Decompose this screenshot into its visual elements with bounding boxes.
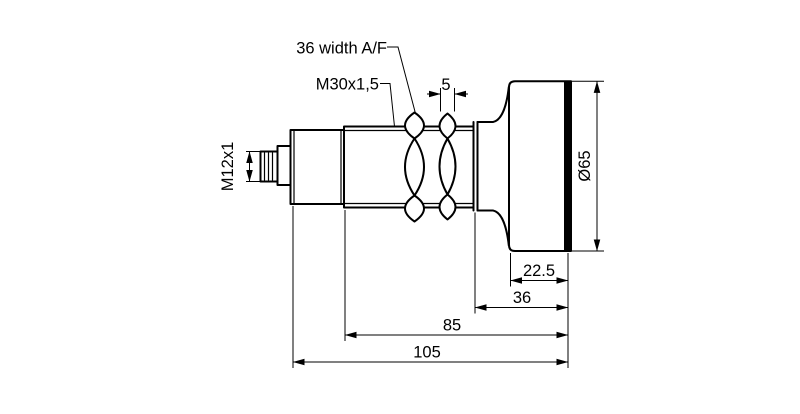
hex-nut-rear (438, 112, 457, 221)
body-thread-label: M30x1,5 (316, 76, 379, 94)
horn-transition (472, 86, 510, 247)
wrench-flats-label: 36 width A/F (296, 40, 387, 58)
sensor-head (508, 80, 572, 252)
dimension-connector-thread (246, 151, 261, 182)
leader-wrench-flats (387, 46, 416, 114)
body-length-value: 85 (443, 317, 461, 335)
rear-cap (289, 129, 345, 205)
sensor-face (564, 81, 571, 251)
connector-thread-label: M12x1 (219, 142, 237, 192)
connector-collar (276, 145, 292, 186)
dimension-head-diameter (571, 80, 604, 252)
head-length-value: 22.5 (523, 262, 555, 280)
head-diameter-value: Ø65 (576, 150, 594, 181)
overall-length-value: 105 (413, 344, 441, 362)
dimension-nut-width (427, 88, 468, 112)
head-section-value: 36 (513, 289, 531, 307)
nut-width-value: 5 (441, 76, 450, 94)
hex-nut-front (404, 111, 425, 223)
leader-body-thread (380, 83, 395, 127)
connector-tip (259, 150, 279, 183)
